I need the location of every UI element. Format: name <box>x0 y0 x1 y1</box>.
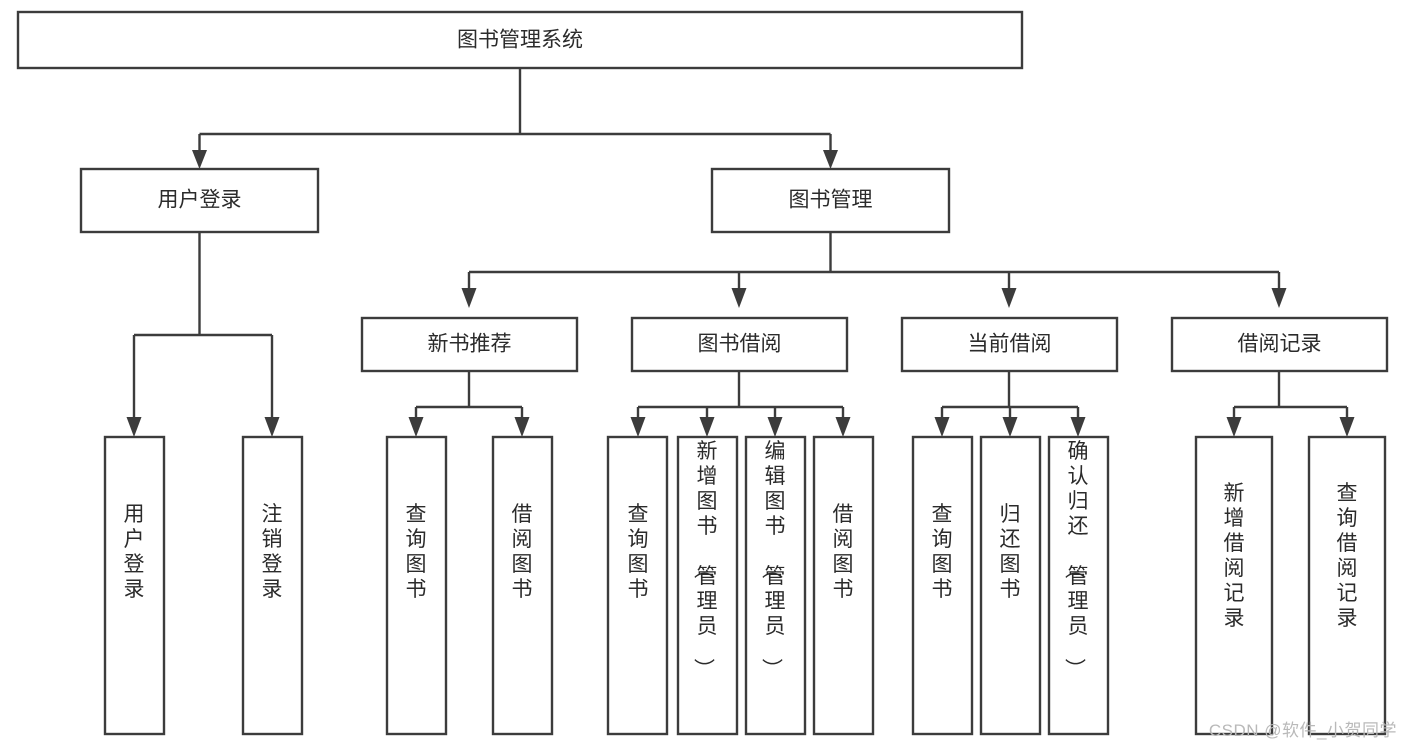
node-leaf-edit-book-rect <box>744 435 807 736</box>
node-leaf-query-book-2[interactable]: 查询图书 <box>606 435 669 736</box>
node-leaf-query-record-label: 查询借阅记录 <box>1337 482 1358 630</box>
csdn-watermark: CSDN @软件_小贺同学 <box>1208 721 1397 740</box>
node-leaf-query-book-2-label: 查询图书 <box>628 503 649 601</box>
arrow-head-leaf-edit-book <box>767 417 783 437</box>
arrow-head-current-borrow <box>1001 288 1017 308</box>
node-leaf-query-book-3[interactable]: 查询图书 <box>911 435 974 736</box>
node-leaf-add-record-rect <box>1194 435 1274 736</box>
arrow-head-leaf-add-book <box>699 417 715 437</box>
node-current-borrow-rect <box>900 316 1119 373</box>
node-leaf-query-book-1[interactable]: 查询图书 <box>385 435 448 736</box>
arrow-head-new-book-recommend <box>461 288 477 308</box>
node-leaf-edit-book[interactable]: 编辑图书（管理员） <box>744 435 807 736</box>
node-borrow-record[interactable]: 借阅记录 <box>1170 316 1389 373</box>
node-leaf-borrow-book-1[interactable]: 借阅图书 <box>491 435 554 736</box>
node-leaf-borrow-book-1-rect <box>491 435 554 736</box>
node-leaf-query-book-1-label: 查询图书 <box>406 503 427 601</box>
node-book-borrow-label: 图书借阅 <box>698 333 782 356</box>
node-leaf-add-record[interactable]: 新增借阅记录 <box>1194 435 1274 736</box>
node-current-borrow-label: 当前借阅 <box>968 333 1052 356</box>
node-new-book-recommend-rect <box>360 316 579 373</box>
arrow-head-borrow-record <box>1271 288 1287 308</box>
node-new-book-recommend[interactable]: 新书推荐 <box>360 316 579 373</box>
node-leaf-logout-login[interactable]: 注销登录 <box>241 435 304 736</box>
node-borrow-record-label: 借阅记录 <box>1238 333 1322 356</box>
arrow-head-leaf-query-book-3 <box>934 417 950 437</box>
node-current-borrow[interactable]: 当前借阅 <box>900 316 1119 373</box>
node-title-box-rect <box>16 10 1024 70</box>
node-book-management-label: 图书管理 <box>789 189 873 212</box>
node-leaf-user-login-label: 用户登录 <box>124 503 145 601</box>
node-leaf-borrow-book-2-label: 借阅图书 <box>833 503 854 601</box>
node-user-login-label: 用户登录 <box>158 189 242 212</box>
node-leaf-return-book-label: 归还图书 <box>1000 503 1021 601</box>
node-leaf-query-book-2-rect <box>606 435 669 736</box>
node-book-management-rect <box>710 167 951 234</box>
node-leaf-add-book-rect <box>676 435 739 736</box>
node-leaf-query-record[interactable]: 查询借阅记录 <box>1307 435 1387 736</box>
node-leaf-confirm-return[interactable]: 确认归还（管理员） <box>1047 435 1110 736</box>
arrow-head-leaf-query-book-1 <box>408 417 424 437</box>
node-leaf-return-book-rect <box>979 435 1042 736</box>
node-leaf-query-book-3-label: 查询图书 <box>932 503 953 601</box>
node-leaf-add-book[interactable]: 新增图书（管理员） <box>676 435 739 736</box>
node-leaf-add-record-label: 新增借阅记录 <box>1224 482 1245 630</box>
node-leaf-query-book-3-rect <box>911 435 974 736</box>
node-book-management[interactable]: 图书管理 <box>710 167 951 234</box>
node-title-box-label: 图书管理系统 <box>457 29 583 52</box>
node-leaf-user-login[interactable]: 用户登录 <box>103 435 166 736</box>
arrow-head-leaf-logout-login <box>264 417 280 437</box>
arrow-head-leaf-confirm-return <box>1070 417 1086 437</box>
node-user-login-rect <box>79 167 320 234</box>
node-user-login[interactable]: 用户登录 <box>79 167 320 234</box>
node-leaf-logout-login-rect <box>241 435 304 736</box>
node-leaf-confirm-return-rect <box>1047 435 1110 736</box>
arrow-head-leaf-borrow-book-2 <box>835 417 851 437</box>
arrow-head-leaf-query-book-2 <box>630 417 646 437</box>
node-leaf-return-book[interactable]: 归还图书 <box>979 435 1042 736</box>
node-leaf-borrow-book-2[interactable]: 借阅图书 <box>812 435 875 736</box>
node-leaf-borrow-book-1-label: 借阅图书 <box>512 503 533 601</box>
node-leaf-borrow-book-2-rect <box>812 435 875 736</box>
arrow-head-leaf-query-record <box>1339 417 1355 437</box>
node-leaf-add-book-label: 新增图书（管理员） <box>692 440 718 679</box>
arrow-head-leaf-user-login <box>126 417 142 437</box>
node-new-book-recommend-label: 新书推荐 <box>428 333 512 356</box>
arrow-head-book-borrow <box>731 288 747 308</box>
arrow-head-leaf-add-record <box>1226 417 1242 437</box>
node-book-borrow-rect <box>630 316 849 373</box>
node-leaf-edit-book-label: 编辑图书（管理员） <box>760 440 786 679</box>
node-leaf-query-record-rect <box>1307 435 1387 736</box>
connector-layer <box>126 68 1355 437</box>
arrow-head-book-management <box>823 150 838 169</box>
node-leaf-logout-login-label: 注销登录 <box>262 503 283 601</box>
arrow-head-user-login <box>192 150 207 169</box>
node-book-borrow[interactable]: 图书借阅 <box>630 316 849 373</box>
arrow-head-leaf-borrow-book-1 <box>514 417 530 437</box>
node-leaf-user-login-rect <box>103 435 166 736</box>
arrow-head-leaf-return-book <box>1002 417 1018 437</box>
node-leaf-query-book-1-rect <box>385 435 448 736</box>
node-leaf-confirm-return-label: 确认归还（管理员） <box>1063 440 1089 679</box>
node-title-box[interactable]: 图书管理系统 <box>16 10 1024 70</box>
node-borrow-record-rect <box>1170 316 1389 373</box>
